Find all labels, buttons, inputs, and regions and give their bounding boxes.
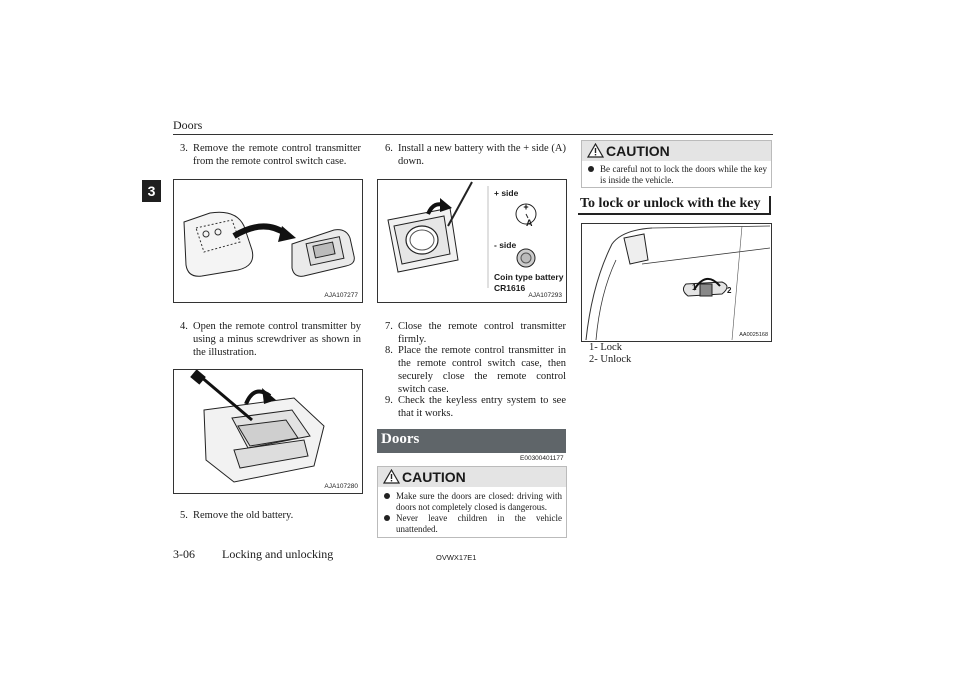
transmitter-illustration: [183, 211, 355, 277]
figure-code: AJA107277: [324, 292, 358, 299]
page-number: 3-06: [173, 547, 195, 561]
bullet-dot: [384, 515, 390, 521]
running-header: Doors: [173, 118, 203, 132]
plus-side-label: + side: [494, 188, 519, 198]
caution-box-doors: CAUTION Make sure the doors are closed: …: [377, 466, 567, 538]
step-3: 3. Remove the remote control transmitter…: [180, 142, 361, 170]
step-text: Remove the old battery.: [193, 510, 294, 521]
step-4: 4. Open the remote control transmitter b…: [180, 320, 361, 362]
document-code: OVWX17E1: [436, 553, 477, 562]
step-number: 9.: [385, 395, 393, 406]
step-9: 9. Check the keyless entry system to see…: [385, 394, 566, 420]
step-8: 8. Place the remote control transmitter …: [385, 344, 566, 395]
svg-text:+: +: [523, 202, 528, 212]
step-text: Close the remote control transmitter fir…: [398, 321, 566, 345]
step-text: Open the remote control transmitter by u…: [193, 321, 361, 358]
screwdriver-illustration: [190, 370, 325, 483]
door-handle-illustration: [585, 225, 771, 341]
bullet-text: Never leave children in the vehicle unat…: [396, 513, 562, 534]
lock-unlock-heading: To lock or unlock with the key: [578, 196, 771, 215]
doors-heading-text: Doors: [381, 431, 420, 447]
step-number: 5.: [180, 510, 188, 521]
caution-header: CAUTION: [582, 141, 771, 161]
step-text: Install a new battery with the + side (A…: [398, 143, 566, 167]
step-text: Check the keyless entry system to see th…: [398, 395, 566, 419]
step-number: 6.: [385, 143, 393, 154]
warning-icon: [383, 469, 400, 484]
step-7: 7. Close the remote control transmitter …: [385, 320, 566, 346]
caution-bullet: Be careful not to lock the doors while t…: [588, 164, 767, 186]
battery-type-label: Coin type battery: [494, 272, 564, 282]
caution-label: CAUTION: [402, 469, 466, 485]
callout-2: 2: [727, 286, 732, 295]
doors-section-heading: Doors: [377, 429, 566, 453]
step-5: 5. Remove the old battery.: [180, 509, 361, 523]
header-rule: [173, 134, 773, 135]
figure-code: AA0025168: [739, 332, 768, 338]
battery-model-label: CR1616: [494, 283, 526, 293]
caution-box-key: CAUTION Be careful not to lock the doors…: [581, 140, 772, 188]
step-number: 7.: [385, 321, 393, 332]
step-number: 3.: [180, 143, 188, 154]
bullet-dot: [384, 493, 390, 499]
figure-remove-transmitter: AJA107277: [173, 179, 363, 303]
caution-bullet: Make sure the doors are closed: driving …: [384, 491, 562, 513]
step-number: 8.: [385, 345, 393, 356]
step-text: Remove the remote control transmitter fr…: [193, 143, 361, 167]
legend-unlock: 2- Unlock: [589, 354, 632, 365]
label-a: A: [526, 218, 533, 228]
legend-lock: 1- Lock: [589, 342, 622, 353]
figure-door-lock: 1 2 AA0025168: [581, 223, 772, 342]
figure-install-battery: + + side A - side Coin type battery CR16…: [377, 179, 567, 303]
figure-code: AJA107280: [324, 483, 358, 490]
caution-label: CAUTION: [606, 143, 670, 159]
callout-1: 1: [692, 283, 697, 292]
section-code: E00300401177: [520, 455, 564, 462]
chapter-tab: 3: [142, 180, 161, 202]
bullet-text: Be careful not to lock the doors while t…: [600, 164, 767, 185]
battery-illustration: +: [387, 181, 537, 288]
caution-bullet: Never leave children in the vehicle unat…: [384, 513, 562, 535]
footer-section-title: Locking and unlocking: [222, 547, 334, 561]
bullet-text: Make sure the doors are closed: driving …: [396, 491, 562, 512]
figure-code: AJA107293: [528, 292, 562, 299]
caution-header: CAUTION: [378, 467, 566, 487]
step-6: 6. Install a new battery with the + side…: [385, 142, 566, 170]
lock-heading-text: To lock or unlock with the key: [580, 196, 761, 211]
step-text: Place the remote control transmitter in …: [398, 345, 566, 395]
minus-side-label: - side: [494, 240, 517, 250]
warning-icon: [587, 143, 604, 158]
bullet-dot: [588, 166, 594, 172]
step-number: 4.: [180, 321, 188, 332]
figure-open-transmitter: AJA107280: [173, 369, 363, 494]
